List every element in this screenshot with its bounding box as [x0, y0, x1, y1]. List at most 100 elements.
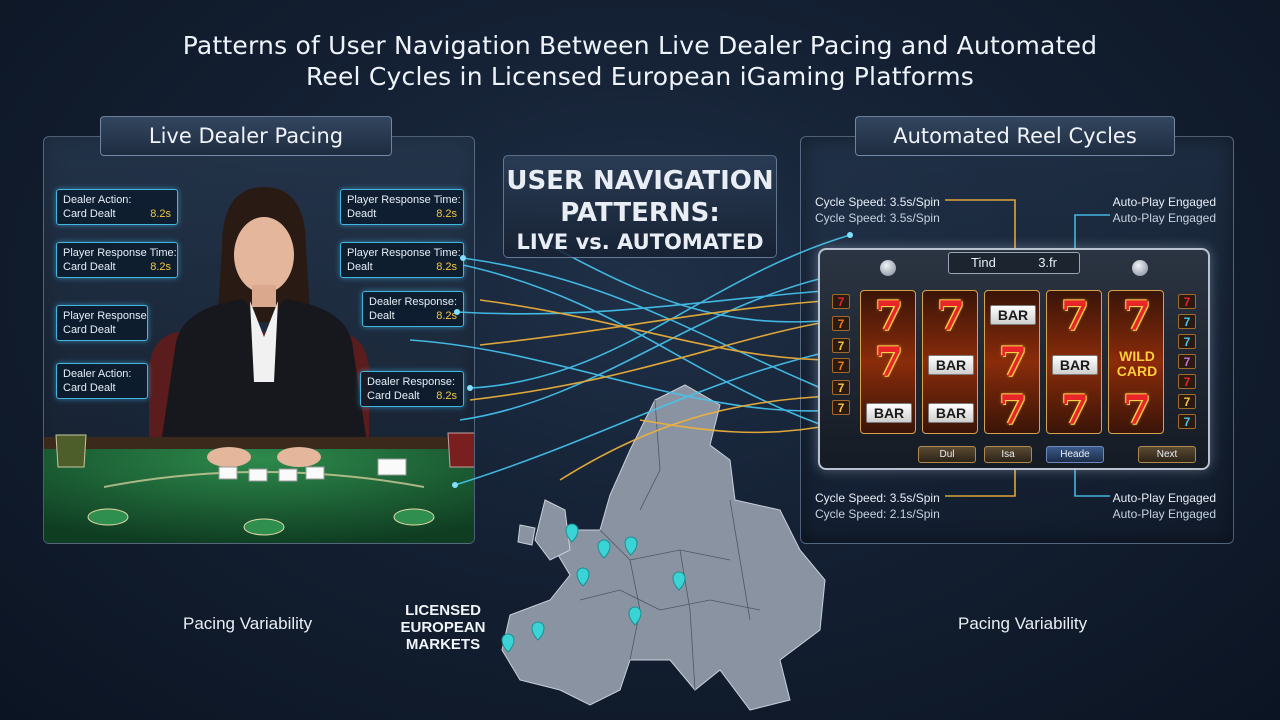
autoplay-line: Auto-Play Engaged [1112, 491, 1216, 505]
event-time-value: 8.2s [150, 261, 171, 273]
dealer-event-box: Dealer Response: Card Dealt 8.2s [360, 371, 464, 407]
reel-symbol: 7 [937, 293, 965, 340]
slot-knob-icon [880, 260, 896, 276]
slot-reel: 7 7 BAR [860, 290, 916, 434]
event-label: Dealer Action: [63, 194, 132, 206]
mini-seven-icon: 7 [1178, 334, 1196, 349]
slot-button-next[interactable]: Next [1138, 446, 1196, 463]
automated-reel-heading: Automated Reel Cycles [855, 116, 1175, 156]
cycle-speed-note-top: Cycle Speed: 3.5s/Spin Cycle Speed: 3.5s… [815, 194, 940, 226]
center-callout-box: USER NAVIGATION PATTERNS: LIVE vs. AUTOM… [503, 155, 777, 258]
event-label: Player Response Time: [347, 194, 461, 206]
event-label: Player Response Time: [63, 247, 177, 259]
reel-symbol: 7 [875, 339, 903, 386]
autoplay-line: Auto-Play Engaged [1112, 195, 1216, 209]
autoplay-line: Auto-Play Engaged [1112, 211, 1216, 225]
slot-button-1[interactable]: Dul [918, 446, 976, 463]
pacing-variability-left: Pacing Variability [183, 614, 313, 633]
reel-symbol: BAR [928, 403, 974, 423]
reel-symbol: 7 [1123, 293, 1151, 340]
event-detail: Card Dealt [367, 390, 420, 402]
mini-seven-icon: 7 [1178, 374, 1196, 389]
cycle-speed-line: Cycle Speed: 2.1s/Spin [815, 507, 940, 521]
reel-symbol: 7 [1061, 387, 1089, 434]
mini-seven-icon: 7 [832, 316, 850, 331]
mini-seven-icon: 7 [832, 358, 850, 373]
cycle-speed-line: Cycle Speed: 3.5s/Spin [815, 195, 940, 209]
mini-seven-icon: 7 [1178, 394, 1196, 409]
reel-symbol: BAR [866, 403, 912, 423]
autoplay-note-bottom: Auto-Play Engaged Auto-Play Engaged [1090, 490, 1216, 522]
mini-seven-icon: 7 [1178, 314, 1196, 329]
main-title: Patterns of User Navigation Between Live… [100, 30, 1180, 92]
dealer-event-box: Dealer Action: Card Dealt 8.2s [56, 189, 178, 225]
mini-seven-icon: 7 [832, 380, 850, 395]
slot-display: Tind 3.fr [948, 252, 1080, 274]
market-pin-icon [501, 523, 686, 653]
reel-symbol: 7 [1123, 387, 1151, 434]
dealer-event-box: Player Response Card Dealt [56, 305, 148, 341]
dealer-event-box: Player Response Time: Dealt 8.2s [340, 242, 464, 278]
event-detail: Card Dealt [63, 208, 116, 220]
reel-symbol: BAR [990, 305, 1036, 325]
cycle-speed-line: Cycle Speed: 3.5s/Spin [815, 211, 940, 225]
event-label: Dealer Response: [369, 296, 458, 308]
licensed-markets-label: LICENSED EUROPEAN MARKETS [388, 602, 498, 653]
reel-symbol: BAR [928, 355, 974, 375]
autoplay-note-top: Auto-Play Engaged Auto-Play Engaged [1090, 194, 1216, 226]
reel-symbol: 7 [1061, 293, 1089, 340]
center-callout-line-2: PATTERNS: [560, 198, 720, 228]
event-label: Player Response [63, 310, 147, 322]
mini-seven-icon: 7 [832, 294, 850, 309]
event-time-value: 8.2s [436, 310, 457, 322]
dealer-event-box: Player Response Time: Deadt 8.2s [340, 189, 464, 225]
slot-button-3[interactable]: Heade [1046, 446, 1104, 463]
slot-reel: 7 WILD CARD 7 [1108, 290, 1164, 434]
mini-seven-icon: 7 [1178, 414, 1196, 429]
event-detail: Deadt [347, 208, 377, 220]
event-detail: Dealt [347, 261, 373, 273]
mini-seven-icon: 7 [1178, 354, 1196, 369]
event-label: Dealer Action: [63, 368, 132, 380]
slot-button-2[interactable]: Isa [984, 446, 1032, 463]
dealer-event-box: Dealer Action: Card Dealt [56, 363, 148, 399]
markets-label-line-3: MARKETS [405, 636, 481, 653]
event-time-value: 8.2s [436, 208, 457, 220]
event-detail: Card Dealt [63, 382, 116, 394]
main-title-line-1: Patterns of User Navigation Between Live… [182, 31, 1098, 60]
center-callout-line-3: LIVE vs. AUTOMATED [516, 230, 764, 254]
live-dealer-heading: Live Dealer Pacing [100, 116, 392, 156]
slot-machine: Tind 3.fr 7 7 BAR 7 BAR BAR BAR 7 7 7 BA… [818, 248, 1210, 470]
live-dealer-panel: Dealer Action: Card Dealt 8.2s Player Re… [43, 136, 475, 544]
event-time-value: 8.2s [436, 261, 457, 273]
reel-symbol: 7 [875, 293, 903, 340]
event-detail: Card Dealt [63, 261, 116, 273]
reel-symbol: WILD CARD [1116, 348, 1158, 379]
event-detail: Dealt [369, 310, 395, 322]
markets-label-line-1: LICENSED [405, 602, 481, 619]
center-callout-line-1: USER NAVIGATION [506, 166, 774, 196]
pacing-variability-right: Pacing Variability [958, 614, 1088, 633]
main-title-line-2: Reel Cycles in Licensed European iGaming… [305, 62, 975, 91]
event-time-value: 8.2s [436, 390, 457, 402]
slot-reel: 7 BAR BAR [922, 290, 978, 434]
mini-seven-icon: 7 [832, 338, 850, 353]
event-detail: Card Dealt [63, 324, 116, 336]
reel-symbol: BAR [1052, 355, 1098, 375]
cycle-speed-note-bottom: Cycle Speed: 3.5s/Spin Cycle Speed: 2.1s… [815, 490, 940, 522]
reel-symbol: 7 [999, 339, 1027, 386]
event-time-value: 8.2s [150, 208, 171, 220]
slot-display-label: Tind [971, 255, 996, 270]
event-label: Dealer Response: [367, 376, 456, 388]
mini-seven-icon: 7 [832, 400, 850, 415]
slot-reel: 7 BAR 7 [1046, 290, 1102, 434]
markets-label-line-2: EUROPEAN [400, 619, 486, 636]
dealer-event-box: Player Response Time: Card Dealt 8.2s [56, 242, 178, 278]
dealer-event-box: Dealer Response: Dealt 8.2s [362, 291, 464, 327]
slot-reel: BAR 7 7 [984, 290, 1040, 434]
reel-symbol: 7 [999, 387, 1027, 434]
europe-map-illustration [501, 384, 826, 711]
autoplay-line: Auto-Play Engaged [1112, 507, 1216, 521]
slot-display-value: 3.fr [1038, 255, 1057, 270]
